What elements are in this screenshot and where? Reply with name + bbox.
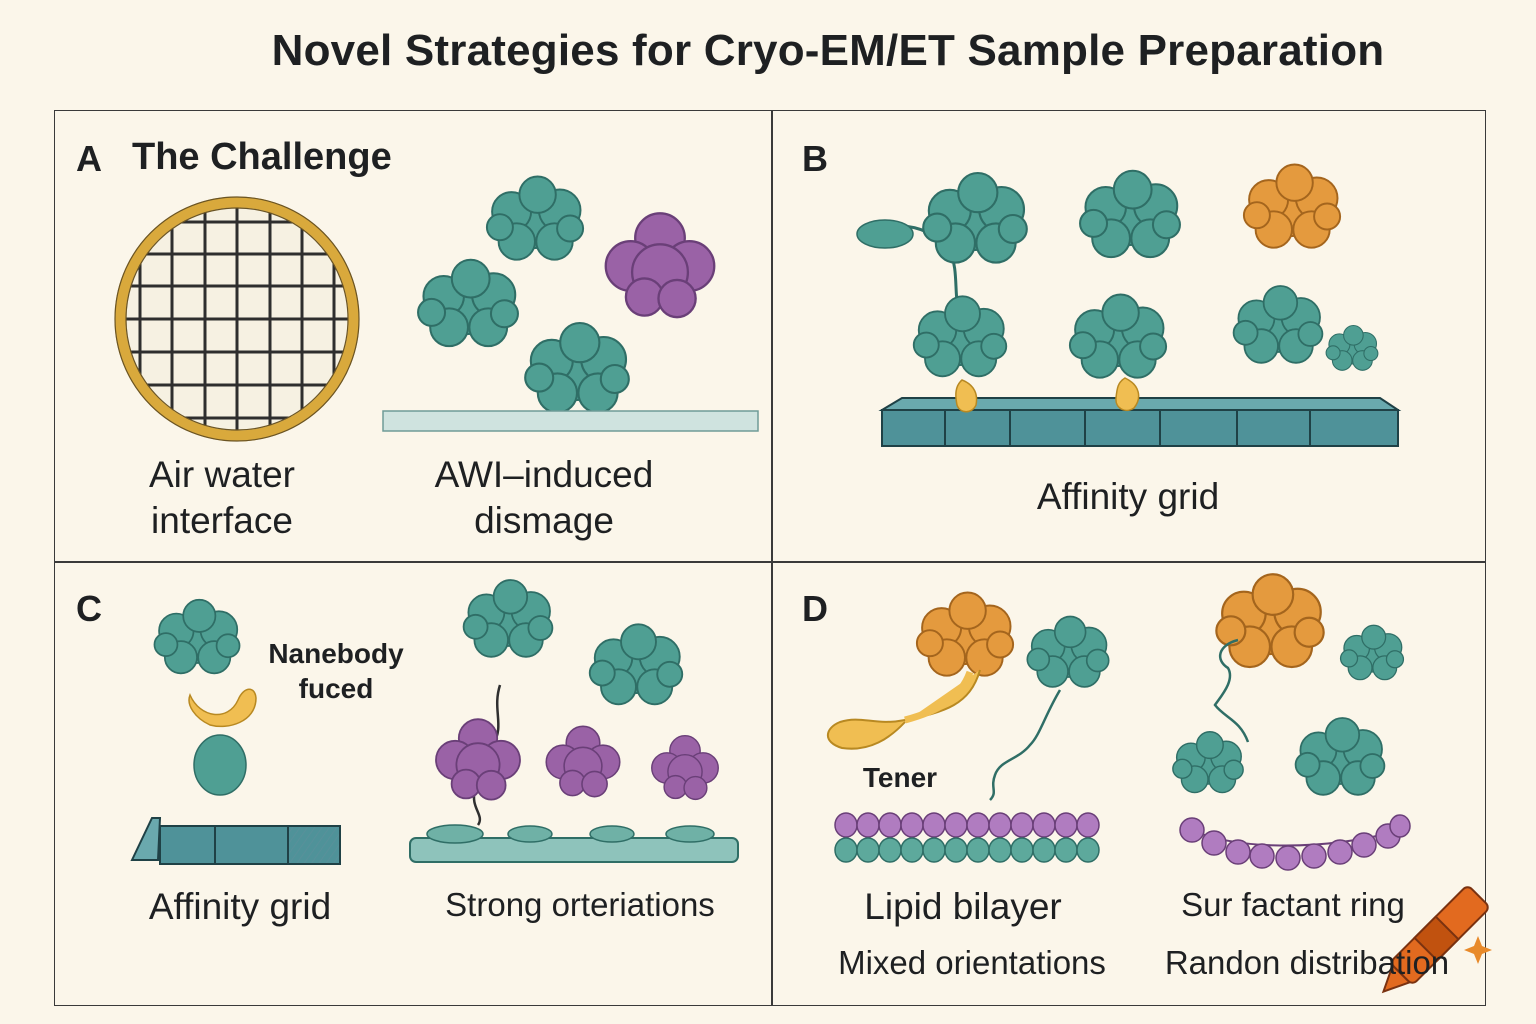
surfactant-ring [1179, 814, 1411, 871]
air-water-interface-bar [382, 410, 759, 432]
em-grid-icon [114, 196, 360, 442]
caption-line: dismage [474, 500, 614, 541]
figure-title: Novel Strategies for Cryo-EM/ET Sample P… [271, 26, 1385, 75]
caption-line: AWI–induced [434, 454, 654, 495]
panel-b-label: B [802, 138, 828, 179]
panel-c-caption-right: Strong orteriations [445, 886, 715, 923]
panel-c-annotation: Nanebody fuced [250, 636, 422, 706]
strong-orientation-surface [409, 824, 739, 863]
annotation-line: Nanebody [268, 638, 404, 669]
panel-a-label: A [76, 138, 102, 179]
panel-a-title: The Challenge [132, 136, 392, 178]
panel-c-label: C [76, 588, 102, 629]
panel-a-caption-right: AWI–induced dismage [410, 452, 678, 544]
annotation-line: fuced [298, 673, 374, 704]
sparkle-icon [1464, 936, 1492, 964]
crayon-icon [1381, 886, 1489, 994]
panel-d-subcaption-left: Mixed orientations [838, 944, 1106, 981]
lipid-bilayer [834, 812, 1100, 863]
affinity-grid-block [130, 817, 341, 865]
panel-divider-horizontal [54, 561, 1486, 563]
panel-d-caption-left: Lipid bilayer [864, 886, 1062, 927]
panel-c-caption-left: Affinity grid [148, 886, 332, 927]
panel-a-caption-left: Air water interface [112, 452, 332, 544]
panel-frame [54, 110, 1486, 1006]
panel-divider-vertical [771, 110, 773, 1006]
panel-d-caption-right: Sur factant ring [1181, 886, 1405, 923]
panel-d-label: D [802, 588, 828, 629]
panel-d-annotation: Tener [862, 762, 938, 793]
caption-line: Air water [149, 454, 295, 495]
affinity-grid-slab [878, 397, 1402, 447]
panel-d-subcaption-right: Randon distribation [1164, 944, 1450, 981]
panel-b-caption: Affinity grid [1036, 476, 1220, 517]
caption-line: interface [151, 500, 293, 541]
